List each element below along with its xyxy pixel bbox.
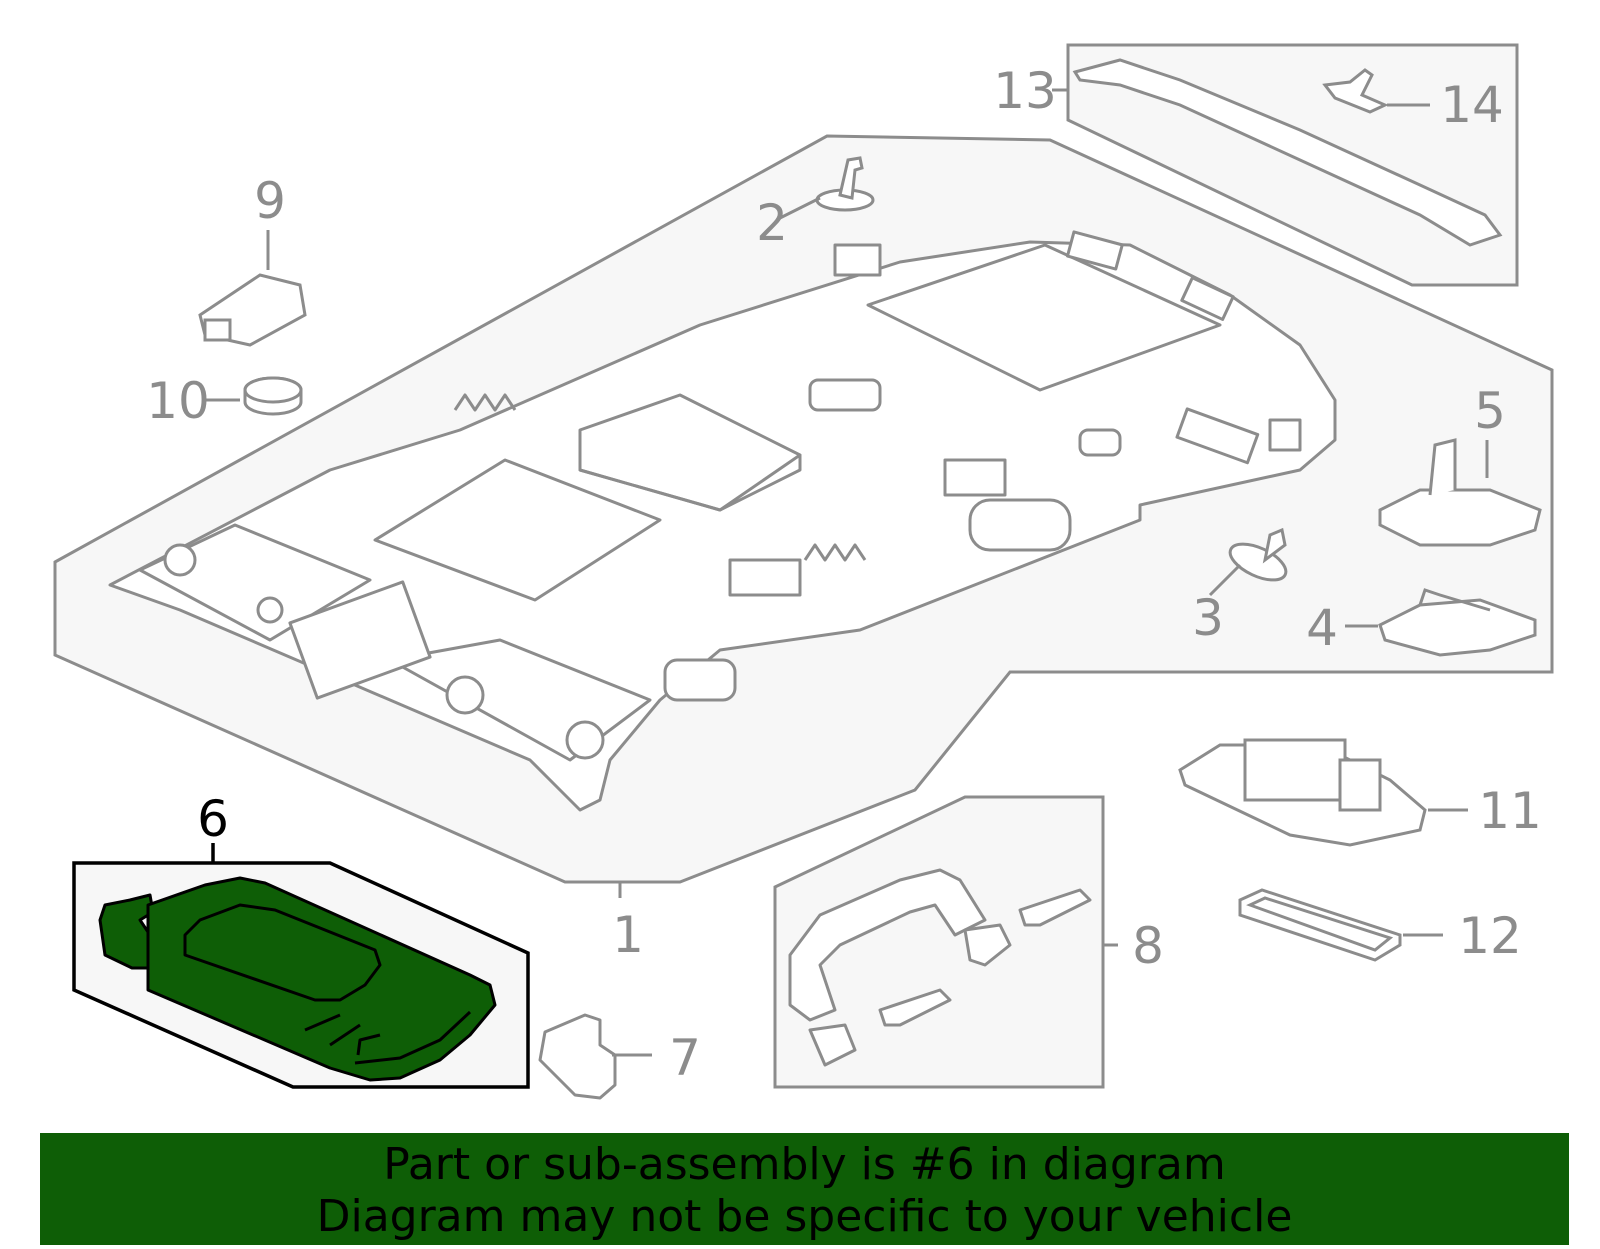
lens-part-12 [1238,888,1402,962]
handle-group-panel [773,795,1105,1089]
lamp-part-11 [1178,738,1427,847]
sun-visor-part-6 [98,876,497,1082]
callout-5: 5 [1474,382,1506,440]
clip-part-2 [815,156,875,212]
callout-3: 3 [1192,589,1224,647]
bracket-part-7 [538,1013,617,1100]
callout-11: 11 [1478,782,1542,840]
callout-4: 4 [1306,599,1338,657]
notice-banner: Part or sub-assembly is #6 in diagram Di… [40,1133,1569,1245]
callout-10: 10 [146,372,210,430]
trim-part-13 [1072,58,1503,247]
callout-8: 8 [1132,917,1164,975]
notice-line-1: Part or sub-assembly is #6 in diagram [383,1139,1226,1190]
clip-part-14 [1322,68,1389,114]
bracket-part-4 [1378,588,1537,657]
callout-14: 14 [1440,76,1504,134]
grommet-part-10 [243,376,303,416]
callout-6: 6 [197,790,229,848]
headliner-part [108,230,1337,812]
grab-handle-part-8 [788,868,1092,1067]
leader-2 [779,196,821,220]
clip-part-3 [1228,527,1288,582]
leader-3 [1208,563,1242,597]
sensor-part-9 [198,273,307,347]
callout-9: 9 [254,172,286,230]
notice-line-2: Diagram may not be specific to your vehi… [316,1191,1293,1242]
callout-1: 1 [612,906,644,964]
callout-12: 12 [1458,907,1522,965]
bracket-part-5 [1378,438,1542,547]
callout-13: 13 [993,62,1057,120]
callout-7: 7 [669,1029,701,1087]
callout-2: 2 [756,194,788,252]
